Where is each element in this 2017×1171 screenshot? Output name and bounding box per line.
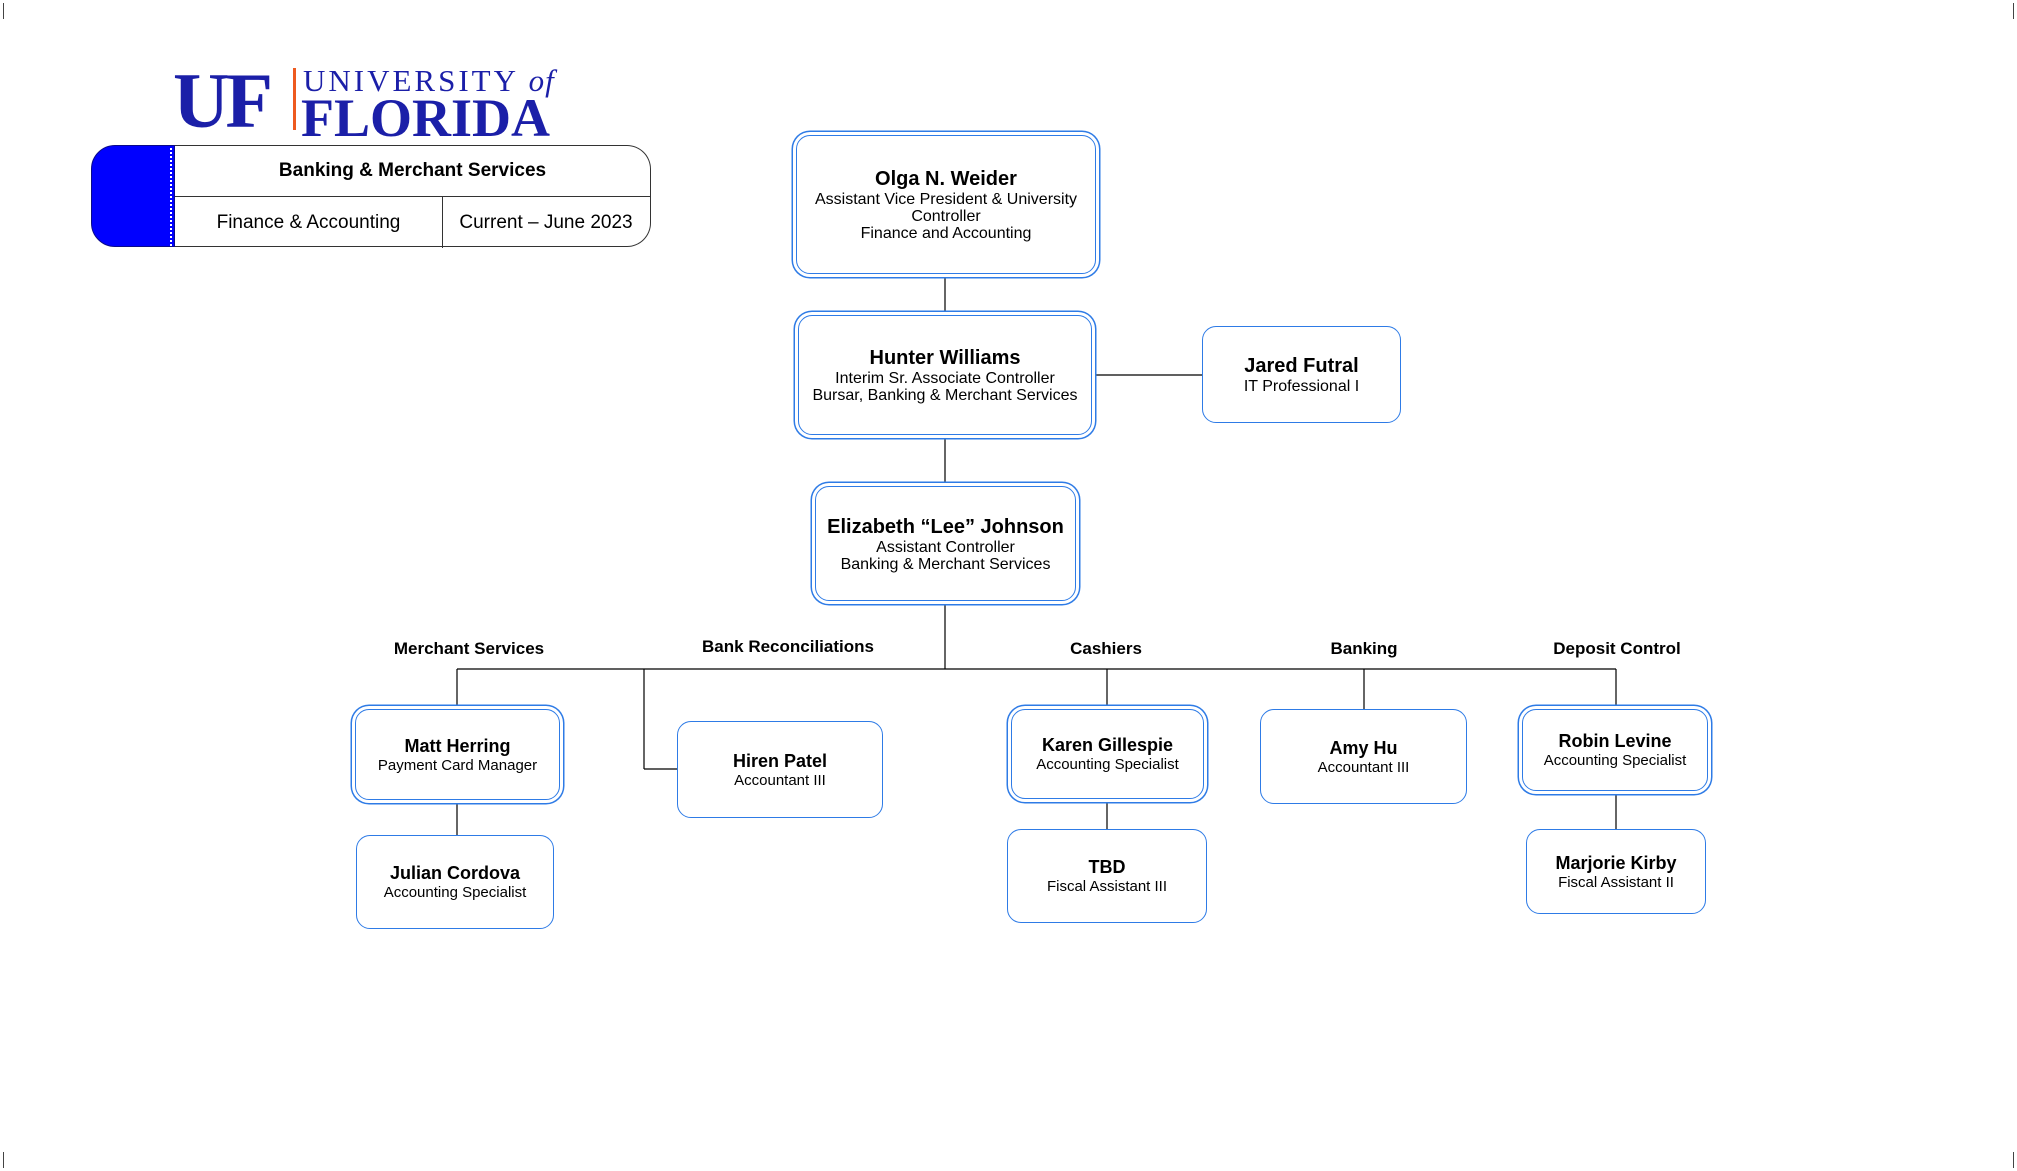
department-heading-banking: Banking [1330,639,1398,658]
node-name: Amy Hu [1329,737,1398,758]
department-heading-merchant-services: Merchant Services [393,639,545,658]
org-node-hu: Amy Hu Accountant III [1260,709,1467,804]
org-node-futral: Jared Futral IT Professional I [1202,326,1401,423]
department-heading-bank-reconciliations: Bank Reconciliations [702,637,874,656]
node-title: Banking & Merchant Services [840,555,1051,573]
logo-university-word: UNIVERSITY [303,63,518,98]
node-name: Robin Levine [1558,731,1672,751]
logo-university-of: UNIVERSITY of [303,65,555,97]
org-node-johnson: Elizabeth “Lee” Johnson Assistant Contro… [815,486,1076,601]
crop-mark [2013,3,2014,19]
node-title: IT Professional I [1243,378,1360,395]
department-heading-cashiers: Cashiers [1070,639,1142,658]
org-node-cordova: Julian Cordova Accounting Specialist [356,835,554,929]
node-title: Assistant Controller [876,538,1015,556]
node-title: Payment Card Manager [377,756,538,774]
node-title: Accounting Specialist [1543,752,1687,769]
university-of-florida-logo: UF UNIVERSITY of FLORIDA [173,57,573,146]
node-name: Karen Gillespie [1041,735,1174,755]
node-title: Fiscal Assistant II [1558,873,1674,891]
logo-divider-bar [293,68,296,130]
org-node-tbd: TBD Fiscal Assistant III [1007,829,1207,923]
chart-title: Banking & Merchant Services [175,146,650,197]
title-block-dotted-divider [170,148,172,246]
node-name: Matt Herring [404,735,511,756]
node-title: Controller [911,208,981,225]
node-name: Olga N. Weider [875,168,1017,190]
org-node-patel: Hiren Patel Accountant III [677,721,883,818]
crop-mark [2013,1152,2014,1168]
crop-mark [3,3,4,19]
node-name: Julian Cordova [389,863,521,883]
org-node-williams: Hunter Williams Interim Sr. Associate Co… [798,315,1092,435]
title-block: Banking & Merchant Services Finance & Ac… [91,145,651,248]
node-title: Finance and Accounting [860,225,1032,242]
node-title: Accountant III [734,771,826,789]
org-node-weider: Olga N. Weider Assistant Vice President … [796,135,1096,274]
logo-of-word: of [528,63,555,98]
node-name: Jared Futral [1244,355,1359,377]
node-name: Hunter Williams [869,347,1021,369]
chart-date: Current – June 2023 [459,211,633,233]
org-node-levine: Robin Levine Accounting Specialist [1522,709,1708,791]
unit-name: Finance & Accounting [175,197,443,248]
node-title: Accounting Specialist [383,884,527,901]
node-title: Bursar, Banking & Merchant Services [812,387,1078,404]
logo-florida-word: FLORIDA [301,88,551,148]
title-block-color-tab [91,145,175,247]
node-name: Marjorie Kirby [1555,852,1677,873]
node-title: Accounting Specialist [1036,756,1179,773]
org-node-gillespie: Karen Gillespie Accounting Specialist [1011,709,1204,799]
department-heading-deposit-control: Deposit Control [1553,639,1681,658]
org-node-kirby: Marjorie Kirby Fiscal Assistant II [1526,829,1706,914]
node-title: Assistant Vice President & University [814,191,1078,208]
node-title: Interim Sr. Associate Controller [835,370,1055,387]
node-name: TBD [1088,857,1126,877]
org-node-herring: Matt Herring Payment Card Manager [355,709,560,800]
uf-monogram: UF [173,57,273,144]
node-name: Hiren Patel [732,750,828,771]
node-title: Accountant III [1317,758,1410,776]
node-name: Elizabeth “Lee” Johnson [827,515,1064,538]
crop-mark [3,1152,4,1168]
title-block-table: Banking & Merchant Services Finance & Ac… [175,145,651,248]
node-title: Fiscal Assistant III [1046,878,1168,895]
